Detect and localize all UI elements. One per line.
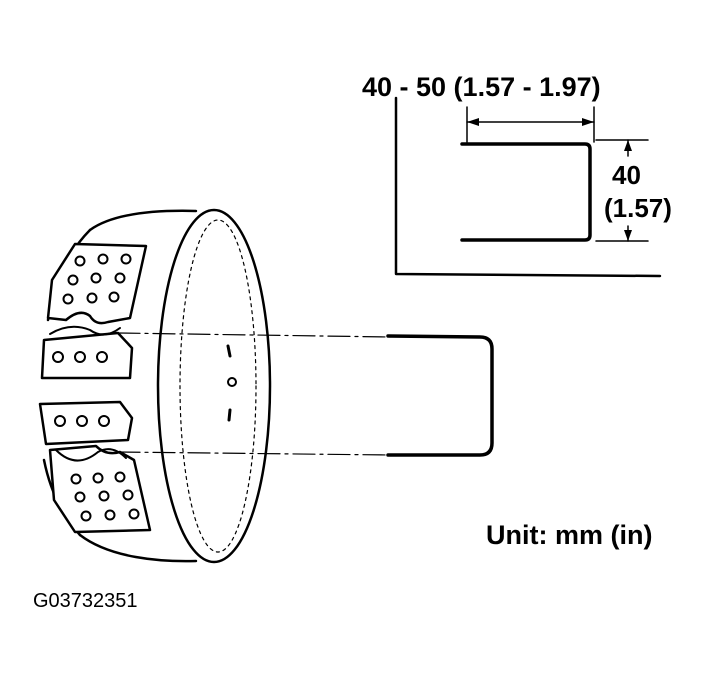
dimension-detail	[394, 96, 662, 278]
band-inner-rim	[179, 219, 257, 553]
band-front-rim	[156, 208, 272, 564]
band-bottom-edge	[78, 533, 198, 563]
band-top-edge	[88, 209, 198, 232]
brake-band	[38, 208, 272, 564]
width-arrow-right	[582, 118, 594, 126]
width-dimension-label: 40 - 50 (1.57 - 1.97)	[362, 72, 601, 102]
lower-lining	[48, 444, 152, 534]
width-arrow-left	[467, 118, 479, 126]
height-dimension-in: (1.57)	[604, 193, 672, 223]
center-lines	[117, 332, 391, 456]
outer-frame-line	[394, 96, 662, 278]
height-arrow-bottom	[624, 230, 632, 241]
installed-bracket	[386, 334, 494, 457]
upper-end-block	[40, 331, 134, 380]
band-hole	[227, 377, 237, 387]
lining-holes	[52, 253, 140, 522]
u-bracket-profile	[460, 142, 592, 242]
unit-label: Unit: mm (in)	[486, 520, 653, 550]
figure-id: G03732351	[33, 590, 138, 612]
height-arrow-top	[624, 140, 632, 151]
height-dimension-mm: 40	[612, 160, 641, 190]
upper-lining	[46, 242, 148, 325]
